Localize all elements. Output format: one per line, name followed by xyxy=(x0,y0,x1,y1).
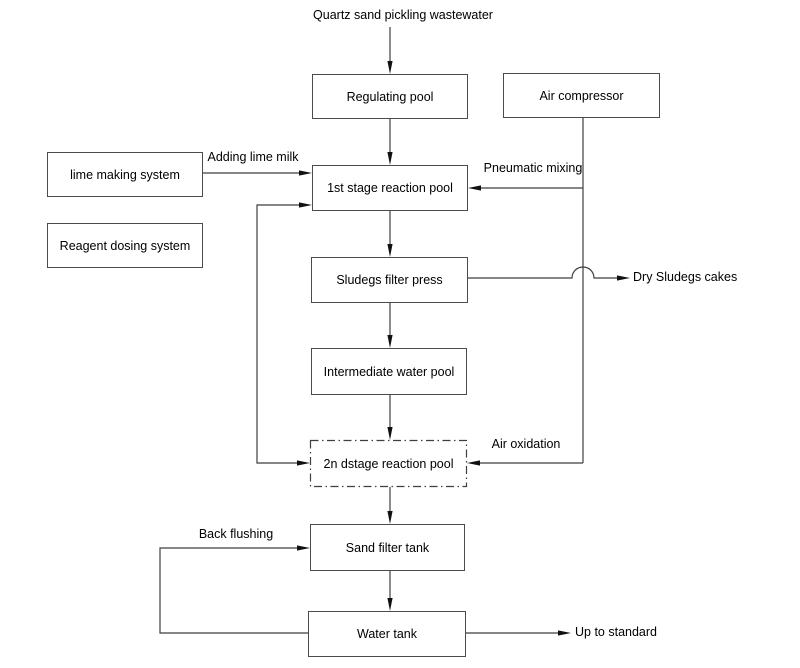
node-sand-filter-tank: Sand filter tank xyxy=(310,524,465,571)
edge-label-up-to-standard: Up to standard xyxy=(575,625,657,639)
node-first-stage-reaction-pool: 1st stage reaction pool xyxy=(312,165,468,211)
node-intermediate-water-pool: Intermediate water pool xyxy=(311,348,467,395)
edge-label-air-oxidation: Air oxidation xyxy=(491,437,561,451)
node-reagent-dosing-system: Reagent dosing system xyxy=(47,223,203,268)
connector-dosing-loop xyxy=(256,202,312,466)
node-lime-making-system: lime making system xyxy=(47,152,203,197)
arrow-intermediate-to-second-stage xyxy=(387,395,393,440)
arrow-first-stage-to-sludge-press xyxy=(387,211,393,257)
node-label: Sludegs filter press xyxy=(336,273,443,287)
edge-label-back-flushing: Back flushing xyxy=(198,527,274,541)
node-sludges-filter-press: Sludegs filter press xyxy=(311,257,468,303)
arrow-second-stage-to-sand-filter xyxy=(387,487,393,524)
node-second-stage-reaction-pool: 2n dstage reaction pool xyxy=(310,440,467,487)
arrow-sand-filter-to-water-tank xyxy=(387,571,393,611)
arrow-sludge-to-dry-cakes xyxy=(468,266,630,281)
edge-label-adding-lime-milk: Adding lime milk xyxy=(207,150,299,164)
node-water-tank: Water tank xyxy=(308,611,466,657)
edge-label-dry-sludges-cakes: Dry Sludegs cakes xyxy=(633,270,738,284)
node-label: Intermediate water pool xyxy=(323,364,455,379)
node-label: Regulating pool xyxy=(346,89,434,104)
arrow-water-tank-to-standard xyxy=(466,630,571,636)
arrow-regulating-to-first-stage xyxy=(387,119,393,165)
node-label: Reagent dosing system xyxy=(59,238,191,253)
node-label: 1st stage reaction pool xyxy=(327,181,453,195)
edge-label-pneumatic-mixing: Pneumatic mixing xyxy=(483,161,583,175)
node-regulating-pool: Regulating pool xyxy=(312,74,468,119)
arrow-sludge-press-to-intermediate xyxy=(387,303,393,348)
node-label: Water tank xyxy=(357,627,417,641)
node-label: lime making system xyxy=(70,167,180,182)
node-label: Air compressor xyxy=(539,88,624,103)
node-label: Sand filter tank xyxy=(345,540,430,555)
arrow-source-to-regulating-pool xyxy=(387,27,393,74)
source-label: Quartz sand pickling wastewater xyxy=(313,8,493,22)
node-air-compressor: Air compressor xyxy=(503,73,660,118)
node-label: 2n dstage reaction pool xyxy=(323,456,454,471)
arrow-lime-to-first-stage xyxy=(203,170,312,176)
connector-back-flushing-loop xyxy=(159,545,310,634)
